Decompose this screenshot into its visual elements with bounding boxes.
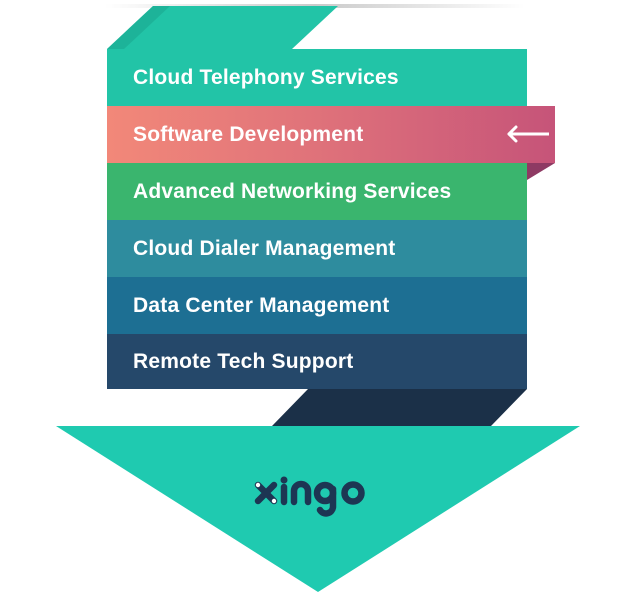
arrow-left-icon	[507, 125, 549, 143]
top-ribbon-fold-shade	[107, 6, 170, 49]
highlight-fold	[527, 163, 555, 180]
service-item-remote-tech-support: Remote Tech Support	[107, 334, 527, 389]
service-item-label: Cloud Dialer Management	[133, 236, 396, 260]
service-item-cloud-dialer: Cloud Dialer Management	[107, 220, 527, 277]
service-item-advanced-networking: Advanced Networking Services	[107, 163, 527, 220]
service-item-label: Remote Tech Support	[133, 349, 354, 373]
service-item-label: Advanced Networking Services	[133, 179, 452, 203]
top-ribbon-fold	[107, 6, 338, 49]
xingo-logo	[254, 476, 365, 517]
service-item-data-center: Data Center Management	[107, 277, 527, 334]
service-item-software-development: Software Development	[107, 106, 555, 163]
service-item-label: Cloud Telephony Services	[133, 65, 399, 89]
service-item-label: Software Development	[133, 122, 364, 146]
bottom-ribbon-fold	[272, 389, 527, 426]
service-item-cloud-telephony: Cloud Telephony Services	[107, 49, 527, 106]
service-item-label: Data Center Management	[133, 293, 390, 317]
